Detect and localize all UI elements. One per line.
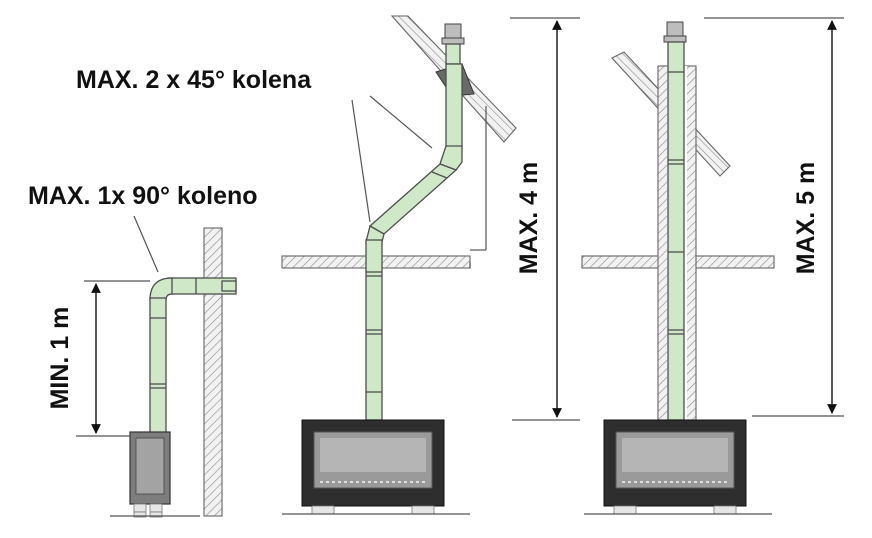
- left-90-elbow: [149, 277, 173, 301]
- label-max-4m: MAX. 4 m: [515, 162, 543, 275]
- label-min-height: MIN. 1 m: [46, 307, 74, 410]
- middle-upper-pipe: [445, 63, 463, 149]
- left-vertical-pipe: [149, 297, 167, 439]
- left-wall: [203, 227, 223, 517]
- label-elbow-90: MAX. 1x 90° koleno: [28, 182, 258, 210]
- label-elbows-45: MAX. 2 x 45° kolena: [76, 66, 312, 94]
- label-max-5m: MAX. 5 m: [792, 162, 820, 275]
- right-vertical-pipe: [667, 41, 685, 421]
- middle-diagonal-pipe: [368, 163, 458, 235]
- left-pipe-terminal: [221, 280, 237, 292]
- right-variant: [581, 17, 844, 515]
- middle-variant: [281, 15, 580, 515]
- left-variant: [76, 215, 237, 518]
